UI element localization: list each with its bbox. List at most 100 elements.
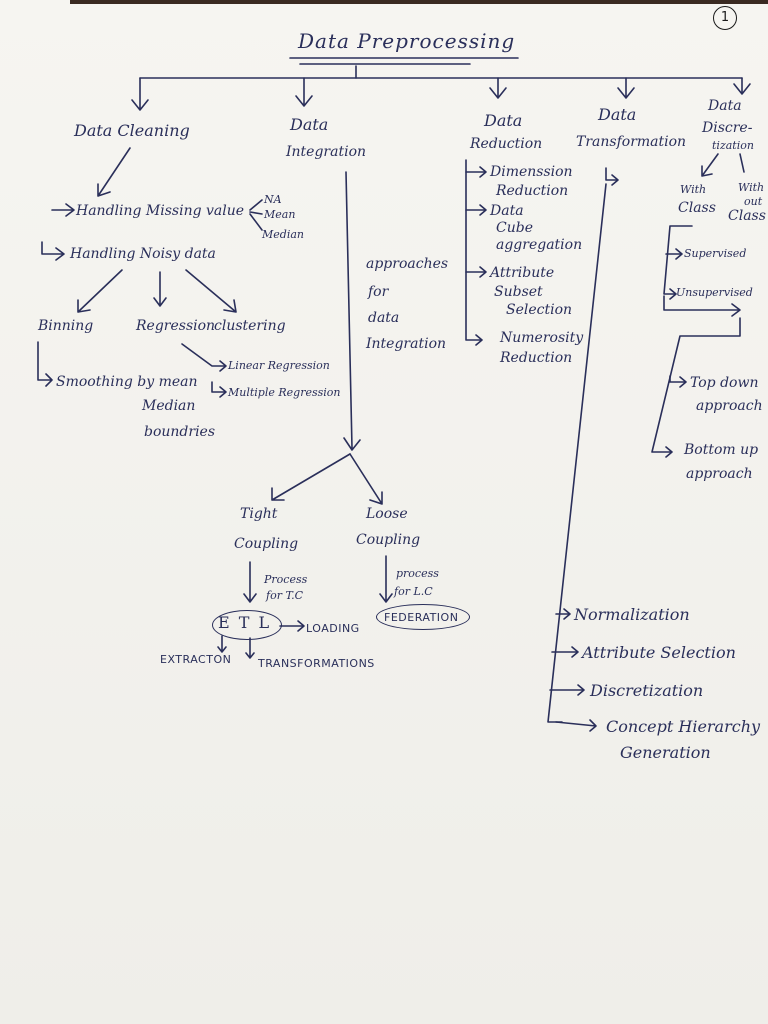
arrow-tr-norm <box>555 608 571 620</box>
reduction-cube-1: Data <box>490 203 524 219</box>
missing-option-na: NA <box>264 193 282 206</box>
method-regression: Regression <box>136 318 216 334</box>
disc-bottom-up-1: Bottom up <box>684 442 759 458</box>
tight-process-line2: for T.C <box>266 589 304 602</box>
arrow-red-attr <box>465 266 487 278</box>
disc-arrow-with <box>701 153 719 177</box>
arrow-into-missing <box>51 203 75 217</box>
reduction-attr-3: Selection <box>506 302 573 318</box>
approaches-line1: approaches <box>366 256 449 272</box>
disc-merge <box>663 295 741 317</box>
transform-concept-hierarchy: Concept Hierarchy <box>606 717 761 736</box>
disc-arrow-without <box>739 153 745 173</box>
arrow-etl-loading <box>279 620 305 632</box>
arrow-tr-disc <box>549 684 585 696</box>
etl-loading: LOADING <box>306 622 360 635</box>
arrow-noisy-binning <box>77 269 123 313</box>
disc-bottom-up-2: approach <box>686 466 753 482</box>
reduction-num-2: Reduction <box>500 350 573 366</box>
arrow-etl-transformations <box>245 637 255 659</box>
branch-reduction-line2: Reduction <box>470 136 543 152</box>
arrow-supervised <box>665 248 683 260</box>
arrow-etl-extraction <box>217 635 227 653</box>
transformation-stem <box>605 167 619 186</box>
arrow-noisy-clustering <box>185 269 237 313</box>
transformation-long-stem <box>547 183 607 723</box>
branch-reduction-line1: Data <box>484 111 523 130</box>
arrow-red-dim <box>465 166 487 178</box>
arrow-red-cube <box>465 204 487 216</box>
reduction-num-1: Numerosity <box>500 330 584 346</box>
missing-option-median: Median <box>262 228 304 241</box>
without-class-line3: Class <box>728 208 766 224</box>
page-number: 1 <box>713 6 737 30</box>
without-class-line1: With <box>738 181 765 194</box>
loose-process-line2: for L.C <box>394 585 433 598</box>
disc-top-down-1: Top down <box>690 375 759 391</box>
branch-transformation-line2: Transformation <box>576 134 687 150</box>
reduction-dim-2: Reduction <box>496 183 569 199</box>
federation-oval <box>376 604 470 630</box>
method-binning: Binning <box>38 318 94 334</box>
transform-normalization: Normalization <box>574 605 690 624</box>
arrows-missing-options <box>249 199 263 231</box>
arrow-loose-federation <box>379 555 393 603</box>
handling-noisy-data: Handling Noisy data <box>70 246 216 262</box>
arrow-into-noisy <box>41 241 65 261</box>
tight-coupling-line2: Coupling <box>234 536 299 552</box>
etl-extraction: EXTRACTON <box>160 653 232 666</box>
etl-oval <box>212 610 282 640</box>
binning-smoothing-mean: Smoothing by mean <box>56 374 198 390</box>
reduction-stem <box>465 159 483 346</box>
arrow-binning-smoothing <box>37 341 53 387</box>
loose-coupling-line2: Coupling <box>356 532 421 548</box>
arrow-top-down <box>669 375 687 388</box>
tight-process-line1: Process <box>264 573 308 586</box>
disc-unsupervised: Unsupervised <box>676 286 753 299</box>
with-class-line2: Class <box>678 200 716 216</box>
branch-discretization-line3: tization <box>712 139 754 152</box>
arrow-noisy-regression <box>153 271 167 307</box>
integration-stem <box>343 171 361 451</box>
binning-boundries: boundries <box>144 424 216 440</box>
arrow-to-cleaning <box>131 77 149 111</box>
binning-median: Median <box>142 398 196 414</box>
split-loose <box>349 453 383 505</box>
reduction-attr-1: Attribute <box>490 265 555 281</box>
arrow-tight-etl <box>243 561 257 603</box>
branch-transformation-line1: Data <box>598 105 637 124</box>
branch-integration-line2: Integration <box>286 144 367 160</box>
reduction-cube-2: Cube <box>496 220 533 236</box>
arrow-to-integration <box>295 77 313 107</box>
split-tight <box>271 453 351 501</box>
reduction-dim-1: Dimenssion <box>490 164 573 180</box>
arrow-regression-linear <box>181 343 227 372</box>
approaches-line4: Integration <box>366 336 447 352</box>
arrow-regression-multiple <box>211 381 227 398</box>
approaches-line2: for <box>368 284 389 300</box>
transform-attribute-selection: Attribute Selection <box>582 643 736 662</box>
with-class-line1: With <box>680 183 707 196</box>
federation-label: FEDERATION <box>384 611 459 624</box>
disc-class-bracket <box>663 225 693 300</box>
handling-missing-value: Handling Missing value <box>76 203 245 219</box>
branch-data-cleaning: Data Cleaning <box>74 121 190 140</box>
transform-generation: Generation <box>620 743 711 762</box>
branch-integration-line1: Data <box>290 115 329 134</box>
missing-option-mean: Mean <box>264 208 296 221</box>
disc-lower-stem <box>651 317 741 458</box>
loose-coupling-line1: Loose <box>366 506 408 522</box>
branch-discretization-line2: Discre- <box>702 120 753 136</box>
approaches-line3: data <box>368 310 400 326</box>
tight-coupling-line1: Tight <box>240 506 278 522</box>
branch-discretization-line1: Data <box>708 98 742 114</box>
reduction-cube-3: aggregation <box>496 237 583 253</box>
etl-transformations: TRANSFORMATIONS <box>258 657 375 670</box>
arrow-tr-attr <box>551 646 579 658</box>
loose-process-line1: process <box>396 567 439 580</box>
transform-discretization: Discretization <box>590 681 704 700</box>
disc-top-down-2: approach <box>696 398 763 414</box>
without-class-line2: out <box>744 195 763 208</box>
